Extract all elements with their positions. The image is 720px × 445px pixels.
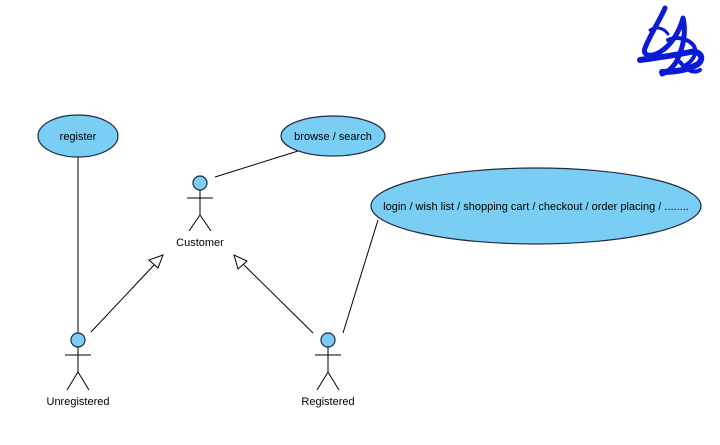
actor-customer[interactable]: Customer — [176, 175, 224, 249]
actor-label: Customer — [176, 237, 224, 249]
actor-label: Registered — [301, 396, 354, 408]
use-case-label: register — [60, 131, 97, 143]
use-case-register[interactable]: register — [37, 114, 119, 158]
actor-head — [192, 175, 208, 191]
association-registered-login — [342, 219, 379, 334]
actor-head — [320, 332, 336, 348]
generalization-arrowhead — [233, 254, 248, 270]
generalization-arrowhead — [148, 254, 164, 269]
generalization-unregistered-customer — [90, 263, 156, 333]
generalization-registered-customer — [241, 262, 314, 334]
association-customer-browse — [214, 150, 299, 178]
actor-registered[interactable]: Registered — [301, 332, 355, 408]
use-case-login[interactable]: login / wish list / shopping cart / chec… — [370, 167, 702, 245]
actor-head — [70, 332, 86, 348]
use-case-label: login / wish list / shopping cart / chec… — [383, 201, 689, 213]
actor-label: Unregistered — [47, 396, 110, 408]
use-case-browse-search[interactable]: browse / search — [280, 115, 386, 157]
use-case-label: browse / search — [294, 131, 372, 143]
signature-scribble — [637, 5, 705, 77]
actor-unregistered[interactable]: Unregistered — [47, 332, 110, 408]
